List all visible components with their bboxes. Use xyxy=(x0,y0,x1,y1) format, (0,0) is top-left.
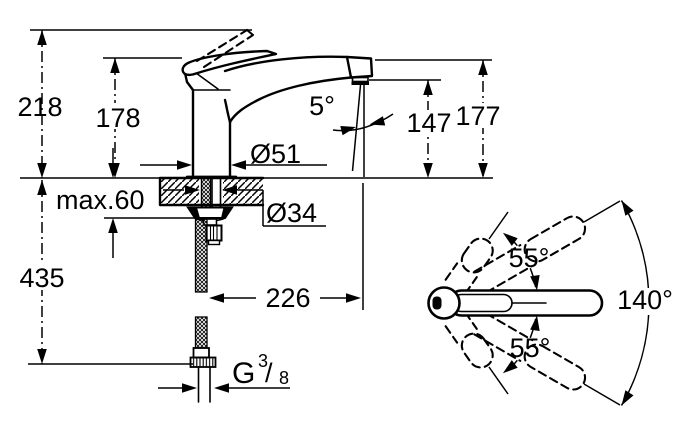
lever-raised-dashed xyxy=(195,28,255,69)
dim-label-swivel-upper: 55° xyxy=(509,243,550,273)
thread-numerator: 3 xyxy=(258,351,268,371)
dim-label-swivel-lower: 55° xyxy=(510,333,551,363)
spout-outlet xyxy=(351,81,369,85)
dim-label-lever-height: 178 xyxy=(95,103,140,133)
mounting-and-hoses xyxy=(186,177,234,403)
thread-denominator: 8 xyxy=(279,368,289,388)
lever-handle xyxy=(181,49,278,77)
g38-nut xyxy=(189,356,217,368)
countertop xyxy=(20,176,493,207)
dim-label-overall-height: 218 xyxy=(17,92,62,122)
label-backgrounds xyxy=(19,103,677,315)
dim-label-swivel-range: 140° xyxy=(617,285,673,315)
dim-label-thread: G 3 / 8 xyxy=(232,351,289,390)
thread-slash: / xyxy=(265,358,273,388)
pivot xyxy=(427,286,461,320)
dimension-lines xyxy=(28,29,492,393)
spout xyxy=(223,55,349,73)
flexible-hose-lower xyxy=(194,316,208,349)
swivel-position-upper-30 xyxy=(473,215,587,294)
faucet-side-view xyxy=(181,28,374,179)
dim-label-base-diameter: Ø51 xyxy=(250,139,301,169)
dim-label-spout-height: 177 xyxy=(455,101,500,131)
dim-label-max-counter: max.60 xyxy=(56,185,145,215)
flexible-hose-upper xyxy=(194,218,208,293)
dim-label-outlet-height: 147 xyxy=(406,108,451,138)
dim-label-reach: 226 xyxy=(265,283,310,313)
swivel-position-lower-30 xyxy=(473,312,587,391)
dim-label-hole-diameter: Ø34 xyxy=(266,198,317,228)
thread-g: G xyxy=(232,357,255,390)
connection-pipe xyxy=(197,366,211,403)
dim-label-spray-angle: 5° xyxy=(309,91,335,121)
dim-label-hose-length: 435 xyxy=(19,263,64,293)
dimension-labels: 218 178 max.60 435 Ø51 Ø34 226 5° 147 17… xyxy=(17,91,672,390)
